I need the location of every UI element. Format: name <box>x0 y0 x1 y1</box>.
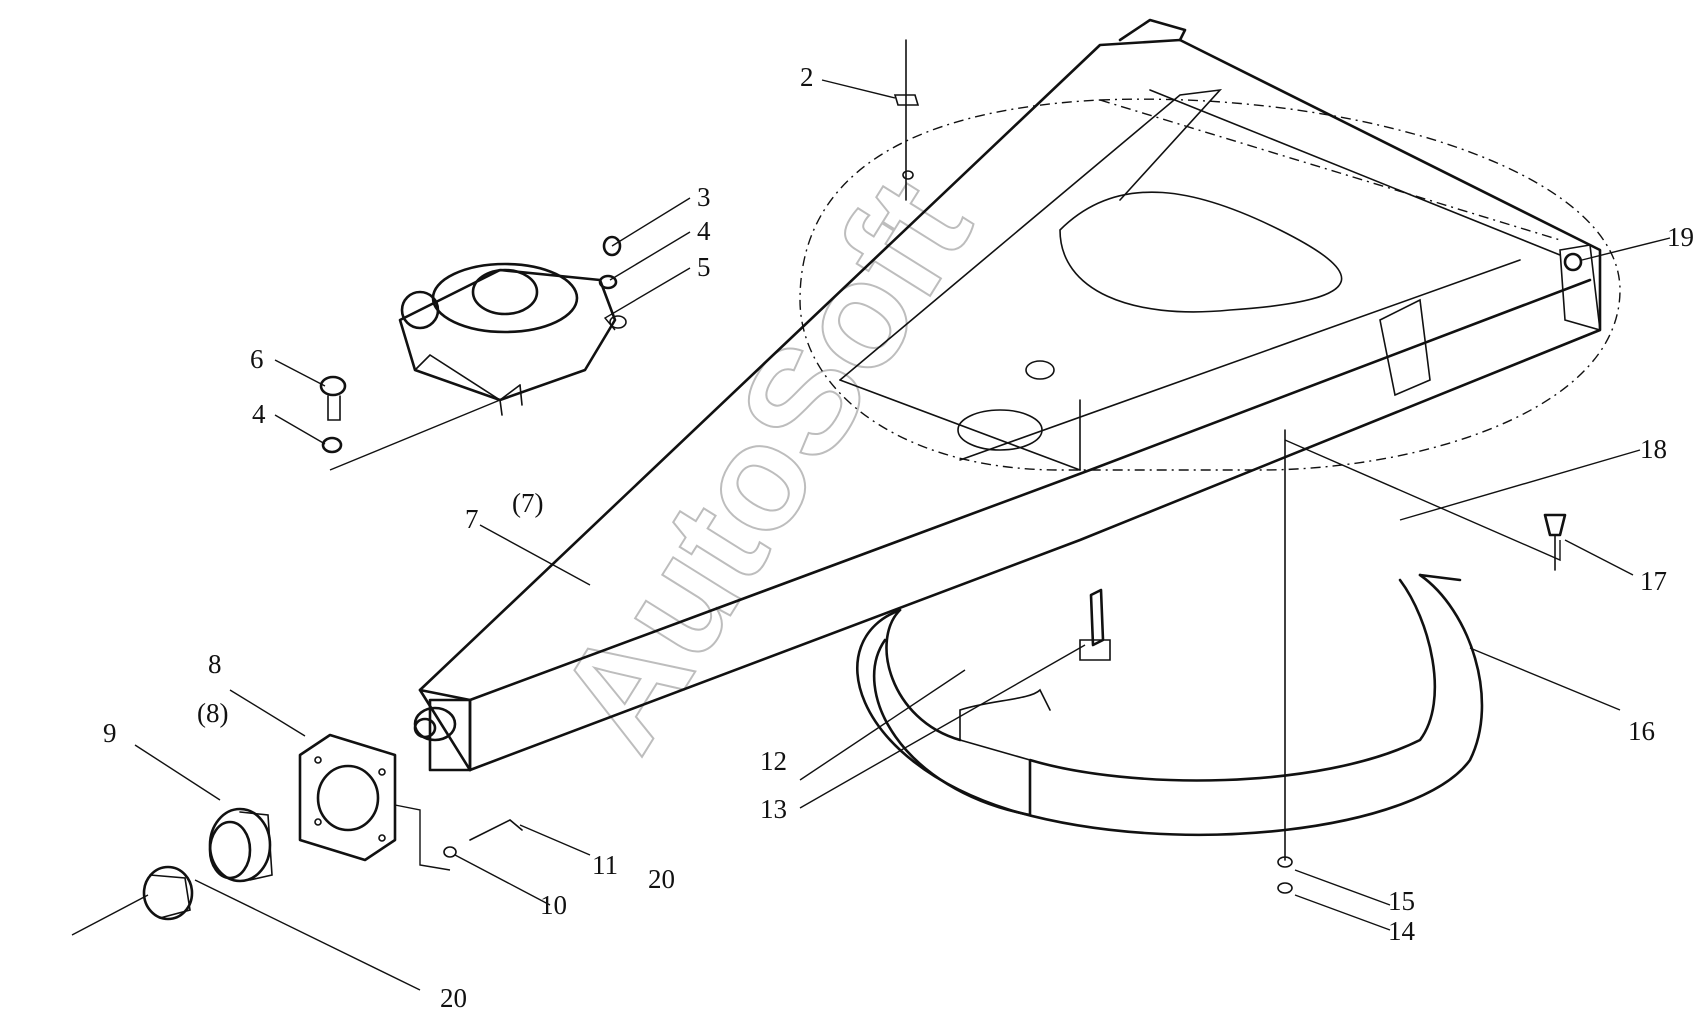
callout-13: 13 <box>760 794 787 824</box>
end-cap <box>142 865 194 921</box>
bushing <box>208 807 273 883</box>
a-frame-drawbar <box>418 18 1602 772</box>
callout-19: 19 <box>1667 222 1694 252</box>
callout-18: 18 <box>1640 434 1667 464</box>
callout-labels: 2 3 4 5 6 4 (7) 7 8 (8) 9 10 11 20 20 12… <box>103 62 1694 1013</box>
small-hardware <box>319 39 1583 894</box>
callout-8: 8 <box>208 649 222 679</box>
callout-11: 11 <box>592 850 618 880</box>
callout-12: 12 <box>760 746 787 776</box>
callout-9: 9 <box>103 718 117 748</box>
ring-assembly <box>855 573 1484 837</box>
callout-20-bottom: 20 <box>440 983 467 1013</box>
callout-14: 14 <box>1388 916 1416 946</box>
callout-5: 5 <box>697 252 711 282</box>
callout-10: 10 <box>540 890 567 920</box>
callout-20-right: 20 <box>648 864 675 894</box>
mounting-plate-outline <box>799 98 1621 471</box>
gearbox-housing <box>398 262 627 416</box>
callout-8-paren: (8) <box>197 698 228 728</box>
nose-pin <box>413 698 472 772</box>
callout-16: 16 <box>1628 716 1655 746</box>
watermark: AutoSoft <box>525 151 1003 777</box>
callout-4-top: 4 <box>697 216 711 246</box>
callout-4-left: 4 <box>252 399 266 429</box>
callout-3: 3 <box>697 182 711 212</box>
callout-7-paren: (7) <box>512 488 543 518</box>
callout-15: 15 <box>1388 886 1415 916</box>
flange-plate <box>298 733 397 862</box>
callout-2: 2 <box>800 62 814 92</box>
callout-7: 7 <box>465 504 479 534</box>
leader-lines <box>71 79 1671 991</box>
callout-6: 6 <box>250 344 264 374</box>
callout-17: 17 <box>1640 566 1667 596</box>
